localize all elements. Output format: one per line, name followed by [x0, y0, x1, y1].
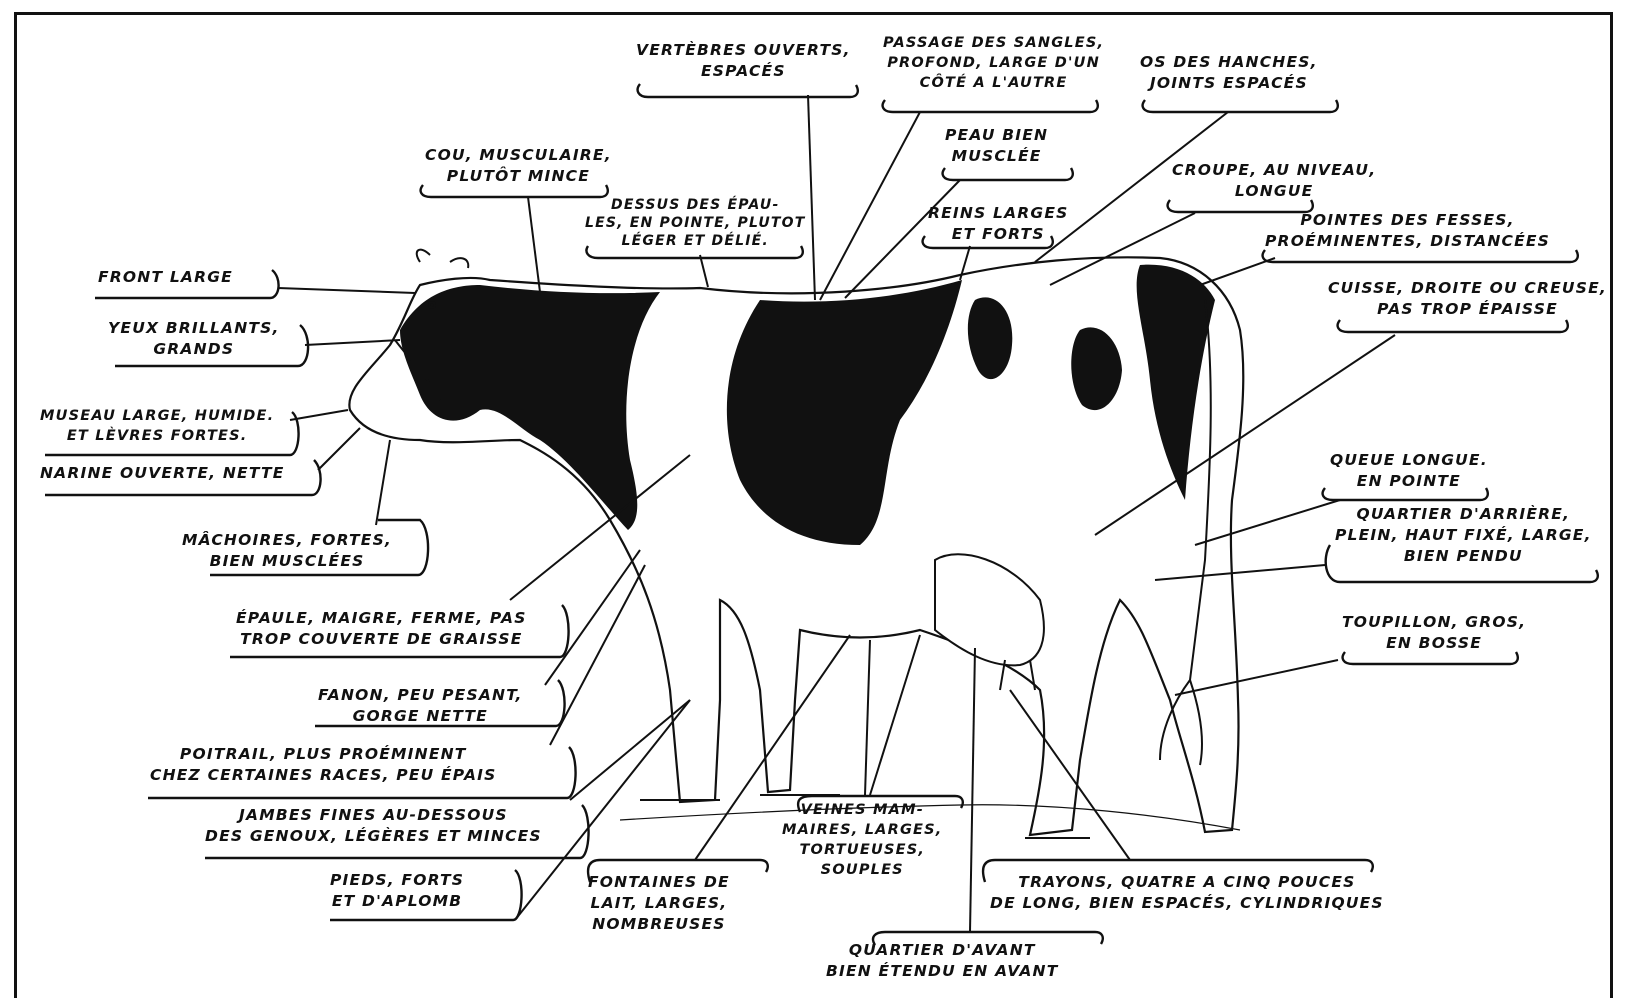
label-line: COU, MUSCULAIRE,: [425, 145, 612, 166]
label-line: MAIRES, LARGES,: [782, 820, 943, 840]
label-line: PASSAGE DES SANGLES,: [883, 33, 1104, 53]
label-vertebres: VERTÈBRES OUVERTS, ESPACÉS: [636, 40, 851, 82]
label-line: CHEZ CERTAINES RACES, PEU ÉPAIS: [150, 765, 496, 786]
label-line: MÂCHOIRES, FORTES,: [182, 530, 392, 551]
label-line: PROFOND, LARGE D'UN: [883, 53, 1104, 73]
label-line: ET LÈVRES FORTES.: [40, 426, 274, 446]
label-quartier-arriere: QUARTIER D'ARRIÈRE, PLEIN, HAUT FIXÉ, LA…: [1335, 504, 1592, 567]
label-line: POITRAIL, PLUS PROÉMINENT: [150, 744, 496, 765]
label-line: LAIT, LARGES,: [588, 893, 730, 914]
label-veines: VEINES MAM- MAIRES, LARGES, TORTUEUSES, …: [782, 800, 943, 880]
label-line: YEUX BRILLANTS,: [108, 318, 280, 339]
label-museau: MUSEAU LARGE, HUMIDE. ET LÈVRES FORTES.: [40, 406, 274, 446]
label-pieds: PIEDS, FORTS ET D'APLOMB: [330, 870, 464, 912]
label-front: FRONT LARGE: [98, 267, 233, 288]
label-line: ET FORTS: [928, 224, 1069, 245]
label-peau: PEAU BIEN MUSCLÉE: [945, 125, 1048, 167]
label-line: CÔTÉ A L'AUTRE: [883, 73, 1104, 93]
label-epaule: ÉPAULE, MAIGRE, FERME, PAS TROP COUVERTE…: [236, 608, 527, 650]
label-line: BIEN ÉTENDU EN AVANT: [826, 961, 1059, 982]
label-line: EN BOSSE: [1342, 633, 1526, 654]
label-line: ESPACÉS: [636, 61, 851, 82]
label-croupe: CROUPE, AU NIVEAU, LONGUE: [1172, 160, 1376, 202]
label-pointes-fesses: POINTES DES FESSES, PROÉMINENTES, DISTAN…: [1265, 210, 1550, 252]
label-line: PLEIN, HAUT FIXÉ, LARGE,: [1335, 525, 1592, 546]
label-line: LONGUE: [1172, 181, 1376, 202]
label-line: NOMBREUSES: [588, 914, 730, 935]
label-passage-sangles: PASSAGE DES SANGLES, PROFOND, LARGE D'UN…: [883, 33, 1104, 93]
label-line: PEAU BIEN: [945, 125, 1048, 146]
label-line: MUSEAU LARGE, HUMIDE.: [40, 406, 274, 426]
label-line: TOUPILLON, GROS,: [1342, 612, 1526, 633]
label-line: EN POINTE: [1330, 471, 1488, 492]
label-line: REINS LARGES: [928, 203, 1069, 224]
label-jambes: JAMBES FINES AU-DESSOUS DES GENOUX, LÉGÈ…: [205, 805, 542, 847]
label-quartier-avant: QUARTIER D'AVANT BIEN ÉTENDU EN AVANT: [826, 940, 1059, 982]
label-line: VEINES MAM-: [782, 800, 943, 820]
label-trayons: TRAYONS, QUATRE A CINQ POUCES DE LONG, B…: [990, 872, 1384, 914]
label-line: DESSUS DES ÉPAU-: [585, 196, 806, 214]
label-line: QUARTIER D'ARRIÈRE,: [1335, 504, 1592, 525]
label-line: TRAYONS, QUATRE A CINQ POUCES: [990, 872, 1384, 893]
label-line: LÉGER ET DÉLIÉ.: [585, 232, 806, 250]
label-poitrail: POITRAIL, PLUS PROÉMINENT CHEZ CERTAINES…: [150, 744, 496, 786]
label-cou: COU, MUSCULAIRE, PLUTÔT MINCE: [425, 145, 612, 187]
label-line: PAS TROP ÉPAISSE: [1328, 299, 1607, 320]
label-line: CROUPE, AU NIVEAU,: [1172, 160, 1376, 181]
label-cuisse: CUISSE, DROITE OU CREUSE, PAS TROP ÉPAIS…: [1328, 278, 1607, 320]
label-line: POINTES DES FESSES,: [1265, 210, 1550, 231]
label-line: MUSCLÉE: [945, 146, 1048, 167]
label-line: TROP COUVERTE DE GRAISSE: [236, 629, 527, 650]
label-line: VERTÈBRES OUVERTS,: [636, 40, 851, 61]
label-fontaines: FONTAINES DE LAIT, LARGES, NOMBREUSES: [588, 872, 730, 935]
label-line: ÉPAULE, MAIGRE, FERME, PAS: [236, 608, 527, 629]
label-reins: REINS LARGES ET FORTS: [928, 203, 1069, 245]
label-line: NARINE OUVERTE, NETTE: [40, 463, 285, 484]
label-toupillon: TOUPILLON, GROS, EN BOSSE: [1342, 612, 1526, 654]
label-line: QUEUE LONGUE.: [1330, 450, 1488, 471]
label-line: OS DES HANCHES,: [1140, 52, 1318, 73]
label-line: PROÉMINENTES, DISTANCÉES: [1265, 231, 1550, 252]
label-line: ET D'APLOMB: [330, 891, 464, 912]
label-line: GORGE NETTE: [318, 706, 523, 727]
label-line: DE LONG, BIEN ESPACÉS, CYLINDRIQUES: [990, 893, 1384, 914]
label-queue: QUEUE LONGUE. EN POINTE: [1330, 450, 1488, 492]
label-line: CUISSE, DROITE OU CREUSE,: [1328, 278, 1607, 299]
label-line: FONTAINES DE: [588, 872, 730, 893]
label-line: TORTUEUSES,: [782, 840, 943, 860]
label-line: JAMBES FINES AU-DESSOUS: [205, 805, 542, 826]
label-fanon: FANON, PEU PESANT, GORGE NETTE: [318, 685, 523, 727]
label-os-hanches: OS DES HANCHES, JOINTS ESPACÉS: [1140, 52, 1318, 94]
label-line: JOINTS ESPACÉS: [1140, 73, 1318, 94]
label-yeux: YEUX BRILLANTS, GRANDS: [108, 318, 280, 360]
label-line: FANON, PEU PESANT,: [318, 685, 523, 706]
label-narine: NARINE OUVERTE, NETTE: [40, 463, 285, 484]
label-dessus-epaules: DESSUS DES ÉPAU- LES, EN POINTE, PLUTOT …: [585, 196, 806, 250]
label-line: DES GENOUX, LÉGÈRES ET MINCES: [205, 826, 542, 847]
label-line: PLUTÔT MINCE: [425, 166, 612, 187]
label-line: PIEDS, FORTS: [330, 870, 464, 891]
label-line: FRONT LARGE: [98, 267, 233, 288]
label-line: BIEN MUSCLÉES: [182, 551, 392, 572]
label-line: SOUPLES: [782, 860, 943, 880]
label-line: LES, EN POINTE, PLUTOT: [585, 214, 806, 232]
label-machoires: MÂCHOIRES, FORTES, BIEN MUSCLÉES: [182, 530, 392, 572]
label-line: QUARTIER D'AVANT: [826, 940, 1059, 961]
label-line: BIEN PENDU: [1335, 546, 1592, 567]
label-line: GRANDS: [108, 339, 280, 360]
